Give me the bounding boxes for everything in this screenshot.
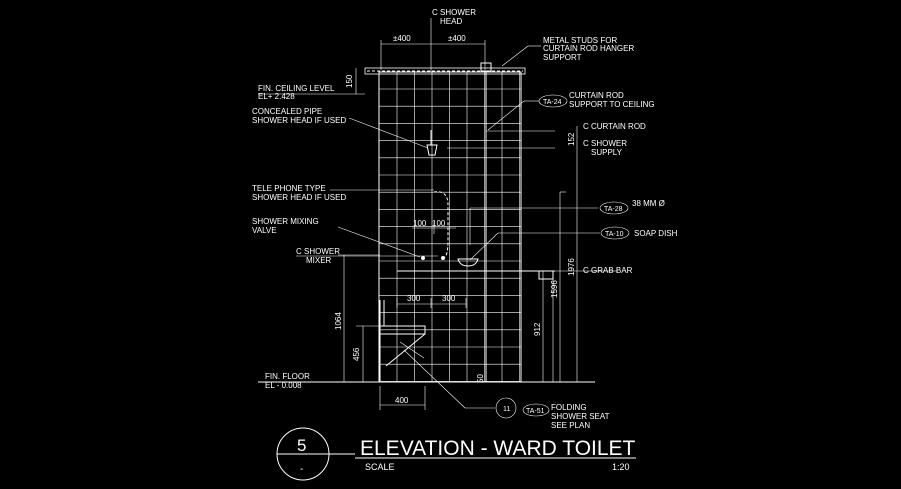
label-fin-ceiling-1: FIN. CEILING LEVEL [258, 84, 335, 93]
dim-1596: 1596 [550, 280, 559, 298]
shower-head-icon [426, 144, 438, 156]
dim-300a: 300 [407, 294, 421, 303]
label-metal-studs-1: METAL STUDS FOR [543, 36, 617, 45]
label-mixing-valve-2: VALVE [252, 226, 277, 235]
tile-grid [378, 71, 522, 383]
label-curtain-support-2: SUPPORT TO CEILING [569, 100, 655, 109]
soap-dish-icon [457, 258, 479, 267]
label-metal-studs-2: CURTAIN ROD HANGER [543, 44, 634, 53]
label-soap-dish: SOAP DISH [634, 229, 678, 238]
dim-300b: 300 [442, 294, 456, 303]
ceiling-band [364, 67, 526, 75]
wall-outline [378, 71, 522, 383]
label-concealed-1: CONCEALED PIPE [252, 107, 322, 116]
label-shower-mixer-1: C SHOWER [296, 247, 340, 256]
hose-icon [433, 191, 449, 259]
tag-seat-number: 11 [503, 406, 510, 413]
tag-ta24 [538, 94, 568, 108]
drawing-title: ELEVATION - WARD TOILET [360, 437, 636, 460]
label-fin-ceiling-2: EL+ 2.428 [258, 92, 295, 101]
label-shower-supply-1: C SHOWER [583, 139, 627, 148]
dim-150: 150 [345, 74, 354, 88]
dim-100a: 100 [413, 219, 427, 228]
drawing-sub-number: - [300, 464, 303, 475]
label-shower-head-c: C SHOWER [432, 8, 476, 17]
tag-ta28-text: TA-28 [604, 206, 623, 213]
dim-1976: 1976 [567, 258, 576, 276]
metal-stud [480, 62, 492, 72]
leader-lines [296, 45, 618, 409]
scale-label: SCALE [365, 462, 395, 472]
tag-seat-circle [495, 397, 517, 419]
label-folding-seat-3: SEE PLAN [551, 421, 590, 430]
shower-seat [378, 325, 426, 335]
tag-ta51 [522, 403, 550, 417]
dim-400: 400 [395, 396, 409, 405]
tag-ta28 [599, 201, 629, 215]
label-telephone-1: TELE PHONE TYPE [252, 184, 326, 193]
tag-ta10 [600, 226, 630, 240]
dim-left-400: ±400 [393, 34, 411, 43]
mixer-icon [441, 256, 445, 260]
label-curtain-rod: C CURTAIN ROD [583, 122, 646, 131]
label-concealed-2: SHOWER HEAD IF USED [252, 116, 346, 125]
dim-1064: 1064 [334, 312, 343, 330]
label-shower-supply-2: SUPPLY [591, 148, 623, 157]
label-telephone-2: SHOWER HEAD IF USED [252, 193, 346, 202]
label-curtain-support-1: CURTAIN ROD [569, 91, 624, 100]
dim-456: 456 [352, 347, 361, 361]
dim-152: 152 [567, 132, 576, 146]
dim-912: 912 [533, 322, 542, 336]
label-fin-floor-1: FIN. FLOOR [265, 372, 310, 381]
seat-brace [385, 333, 426, 367]
tag-ta51-text: TA-51 [526, 408, 545, 415]
scale-value: 1:20 [612, 462, 630, 472]
label-metal-studs-3: SUPPORT [543, 53, 582, 62]
tag-ta24-text: TA-24 [543, 99, 562, 106]
label-fin-floor-2: EL - 0.008 [265, 381, 302, 390]
valve-icon [421, 256, 425, 260]
label-shower-mixer-2: MIXER [306, 256, 332, 265]
dim-right-400: ±400 [448, 34, 466, 43]
label-mixing-valve-1: SHOWER MIXING [252, 217, 319, 226]
label-diameter: 38 MM Ø [632, 199, 665, 208]
drawing-number: 5 [297, 436, 306, 455]
tag-ta10-text: TA-10 [605, 231, 624, 238]
grab-bar-bracket [538, 270, 554, 280]
label-shower-head: HEAD [440, 17, 462, 26]
dim-100b: 100 [432, 219, 446, 228]
label-folding-seat-2: SHOWER SEAT [551, 412, 610, 421]
label-folding-seat-1: FOLDING [551, 403, 587, 412]
dim-50: 50 [476, 374, 485, 383]
label-grab-bar: C GRAB BAR [583, 266, 633, 275]
